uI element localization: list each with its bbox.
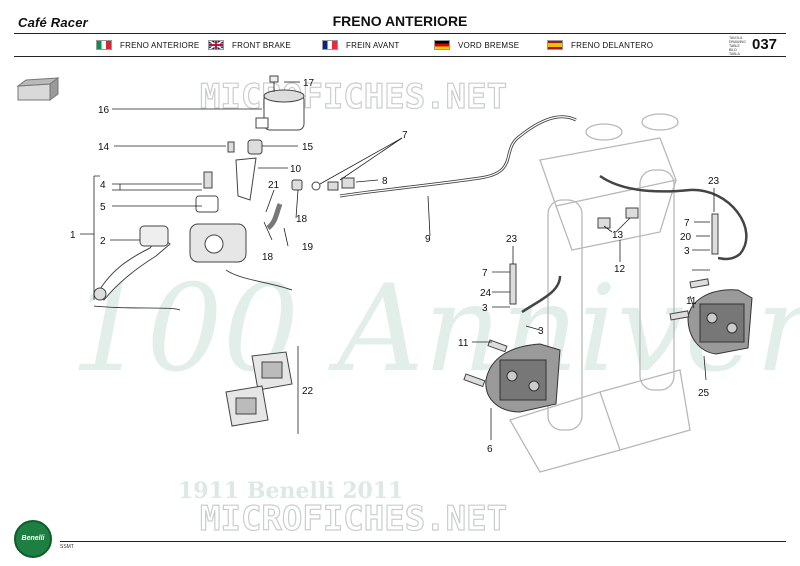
- flag-it-icon: [96, 40, 112, 50]
- callout-label: 23: [506, 234, 518, 245]
- brake-pads-part: [225, 351, 293, 427]
- front-fork-outline: [509, 113, 691, 473]
- page-header: Café Racer FRENO ANTERIORE FRENO ANTERIO…: [0, 0, 800, 62]
- language-item-it: FRENO ANTERIORE: [96, 38, 199, 52]
- language-label: FRENO DELANTERO: [571, 40, 654, 50]
- master-cylinder-part: [189, 171, 293, 291]
- callout-label: 1: [70, 230, 76, 241]
- callout-label: 16: [98, 105, 110, 116]
- right-caliper-part: [687, 289, 753, 355]
- brake-lever-part: [93, 225, 171, 301]
- callout-label: 18: [296, 214, 308, 225]
- left-caliper-part: [485, 343, 561, 413]
- table-number: 037: [752, 36, 778, 53]
- header-rule: [14, 56, 786, 57]
- callout-label: 21: [268, 180, 280, 191]
- reservoir-part: [255, 89, 305, 131]
- callout-label: 13: [612, 230, 624, 241]
- callout-label: 7: [482, 268, 488, 279]
- table-caption: TAVOLA DRAWING TABLE BILD TABLA: [729, 36, 746, 56]
- flag-es-icon: [547, 40, 563, 50]
- header-rule: [14, 33, 786, 34]
- callout-label: 5: [100, 202, 106, 213]
- reservoir-bracket-part: [227, 139, 263, 201]
- callout-label: 9: [425, 234, 431, 245]
- callout-label: 15: [302, 142, 314, 153]
- page-title: FRENO ANTERIORE: [332, 13, 468, 29]
- brand-logo: Café Racer: [18, 15, 88, 30]
- language-label: FRENO ANTERIORE: [120, 40, 200, 50]
- flag-gb-icon: [208, 40, 224, 50]
- callout-label: 4: [100, 180, 106, 191]
- footer-rule: [60, 541, 786, 542]
- language-item-de: VORD BREMSE: [434, 38, 519, 52]
- language-label: FRONT BRAKE: [232, 40, 291, 50]
- benelli-badge-logo: Benelli: [14, 520, 52, 558]
- callout-label: 25: [698, 388, 710, 399]
- callout-label: 3: [684, 246, 690, 257]
- callout-label: 11: [686, 296, 697, 307]
- callout-label: 22: [302, 386, 314, 397]
- language-label: FREIN AVANT: [346, 40, 400, 50]
- anniversary-watermark: 100 Anniversary: [70, 260, 800, 399]
- bolts-part: [463, 207, 719, 388]
- callout-label: 17: [303, 78, 315, 89]
- split-hoses-part: [521, 174, 748, 314]
- flag-fr-icon: [322, 40, 338, 50]
- callout-label: 18: [262, 252, 274, 263]
- callout-label: 12: [614, 264, 626, 275]
- callout-label: 23: [708, 176, 720, 187]
- callout-label: 20: [680, 232, 692, 243]
- site-watermark-bottom: MICROFICHES.NET: [200, 499, 507, 539]
- callout-label: 3: [538, 326, 544, 337]
- cap-screw-part: [269, 75, 279, 92]
- callout-label: 2: [100, 236, 106, 247]
- leader-lines: [80, 81, 715, 440]
- language-item-gb: FRONT BRAKE: [208, 38, 291, 52]
- callout-label: 11: [458, 338, 469, 349]
- language-item-fr: FREIN AVANT: [322, 38, 399, 52]
- callout-label: 14: [98, 142, 110, 153]
- callout-label: 10: [290, 164, 302, 175]
- callout-label: 19: [302, 242, 314, 253]
- language-label: VORD BREMSE: [458, 40, 520, 50]
- callout-label: 24: [480, 288, 492, 299]
- callout-label: 3: [482, 303, 488, 314]
- callout-label: 7: [684, 218, 690, 229]
- exploded-parts-diagram: 100 Anniversary MICROFICHES.NET MICROFIC…: [16, 75, 800, 540]
- callout-label: 6: [487, 444, 493, 455]
- flag-de-icon: [434, 40, 450, 50]
- years-watermark: 1911 Benelli 2011: [178, 478, 403, 504]
- view-arrow-icon: [16, 77, 60, 101]
- language-item-es: FRENO DELANTERO: [547, 38, 653, 52]
- banjo-fittings-part: [266, 177, 355, 230]
- callout-labels: 17 16 14 15 10 4 5 21 18 1 2 19 18 7 8 9…: [70, 78, 720, 455]
- callout-label: 7: [402, 130, 408, 141]
- callout-label: 8: [382, 176, 388, 187]
- site-watermark-top: MICROFICHES.NET: [200, 77, 507, 117]
- footer-code: SSMT: [60, 544, 74, 550]
